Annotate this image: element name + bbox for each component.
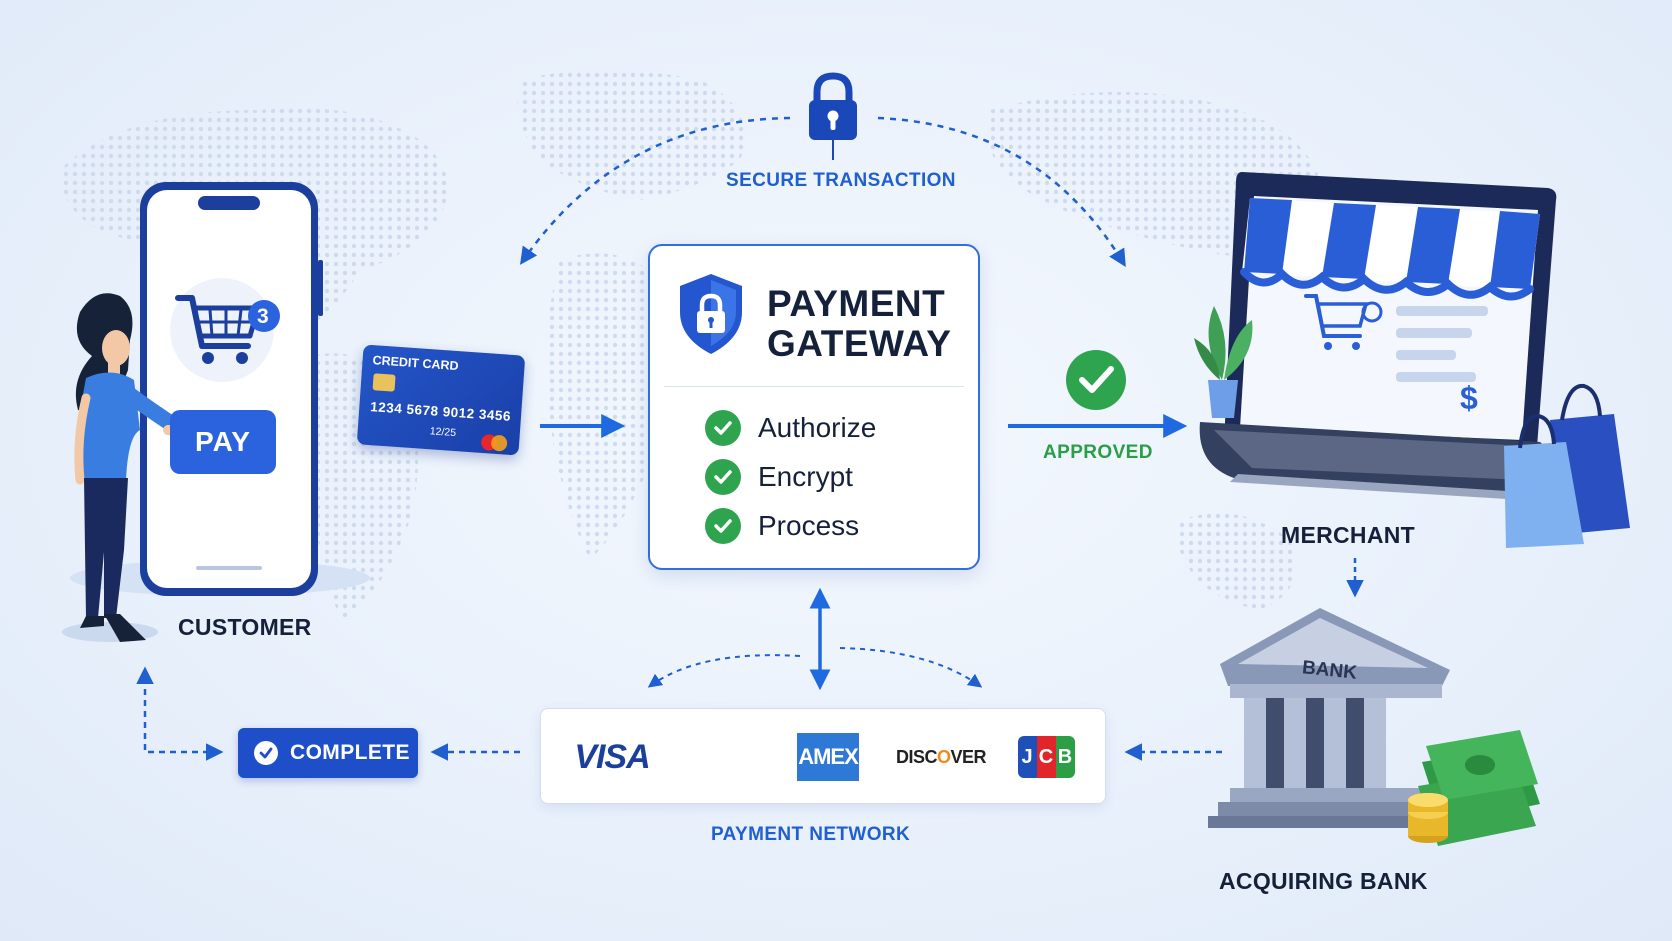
complete-label: COMPLETE: [290, 741, 410, 764]
payment-gateway-card: PAYMENT GATEWAY Authorize Encrypt Proces…: [648, 244, 980, 570]
card-number: 1234 5678 9012 3456: [369, 399, 512, 424]
arrow-complete-customer: [136, 666, 224, 761]
cart-badge-count: 3: [257, 305, 269, 328]
cart-badge: [248, 300, 280, 332]
gateway-divider: [664, 386, 964, 387]
card-chip: [372, 373, 396, 392]
amex-text: AMEX: [797, 733, 859, 781]
check-icon: [705, 459, 741, 495]
gateway-title: PAYMENT GATEWAY: [767, 283, 952, 364]
visa-text: VISA: [574, 737, 650, 776]
approved-label: APPROVED: [1043, 442, 1153, 463]
bank-building-icon: [1208, 608, 1450, 828]
secure-transaction-label: SECURE TRANSACTION: [726, 170, 956, 191]
network-branch-left: [647, 654, 801, 688]
gateway-step-label: Authorize: [758, 412, 877, 443]
jcb-logo: J C B: [1015, 709, 1077, 805]
gateway-step-label: Encrypt: [758, 461, 853, 492]
card-mastercard-icon: [481, 434, 508, 452]
gateway-step-encrypt: Encrypt: [705, 457, 853, 497]
gateway-step-label: Process: [758, 510, 860, 541]
card-expiry: 12/25: [429, 425, 457, 440]
pay-button-label: PAY: [195, 426, 251, 457]
acquiring-bank-label: ACQUIRING BANK: [1219, 868, 1428, 894]
network-branch-right: [839, 647, 983, 688]
payment-network-label: PAYMENT NETWORK: [711, 824, 911, 845]
jcb-j: J: [1017, 736, 1037, 778]
visa-logo: VISA: [567, 709, 657, 805]
gateway-step-process: Process: [705, 506, 859, 546]
merchant-label: MERCHANT: [1281, 522, 1415, 548]
card-title: CREDIT CARD: [372, 353, 460, 374]
check-icon: [705, 508, 741, 544]
discover-text-o: O: [936, 746, 951, 767]
secure-arc-left: [520, 116, 791, 265]
complete-badge: COMPLETE: [238, 728, 418, 778]
gateway-step-authorize: Authorize: [705, 408, 876, 448]
credit-card: CREDIT CARD 1234 5678 9012 3456 12/25: [356, 344, 526, 456]
pay-button[interactable]: PAY: [170, 410, 276, 474]
discover-text-post: VER: [950, 746, 987, 767]
jcb-c: C: [1036, 736, 1056, 778]
cart-icon: [175, 295, 261, 364]
shopping-bags-icon: [1504, 383, 1630, 548]
customer-phone: [70, 182, 370, 596]
plant-icon: [1194, 306, 1253, 418]
shield-lock-icon: [680, 274, 742, 354]
approved-check-icon: [1066, 350, 1126, 410]
lock-icon: [809, 72, 857, 140]
secure-arc-right: [877, 116, 1126, 267]
cash-stack-icon: [1408, 730, 1540, 846]
storefront-laptop: [1199, 172, 1601, 504]
customer-label: CUSTOMER: [178, 614, 312, 640]
check-icon: [254, 741, 278, 765]
jcb-b: B: [1055, 736, 1075, 778]
check-icon: [705, 410, 741, 446]
discover-text-pre: DISC: [895, 746, 938, 767]
price-symbol: $: [1460, 380, 1478, 416]
amex-logo: AMEX: [793, 709, 863, 805]
